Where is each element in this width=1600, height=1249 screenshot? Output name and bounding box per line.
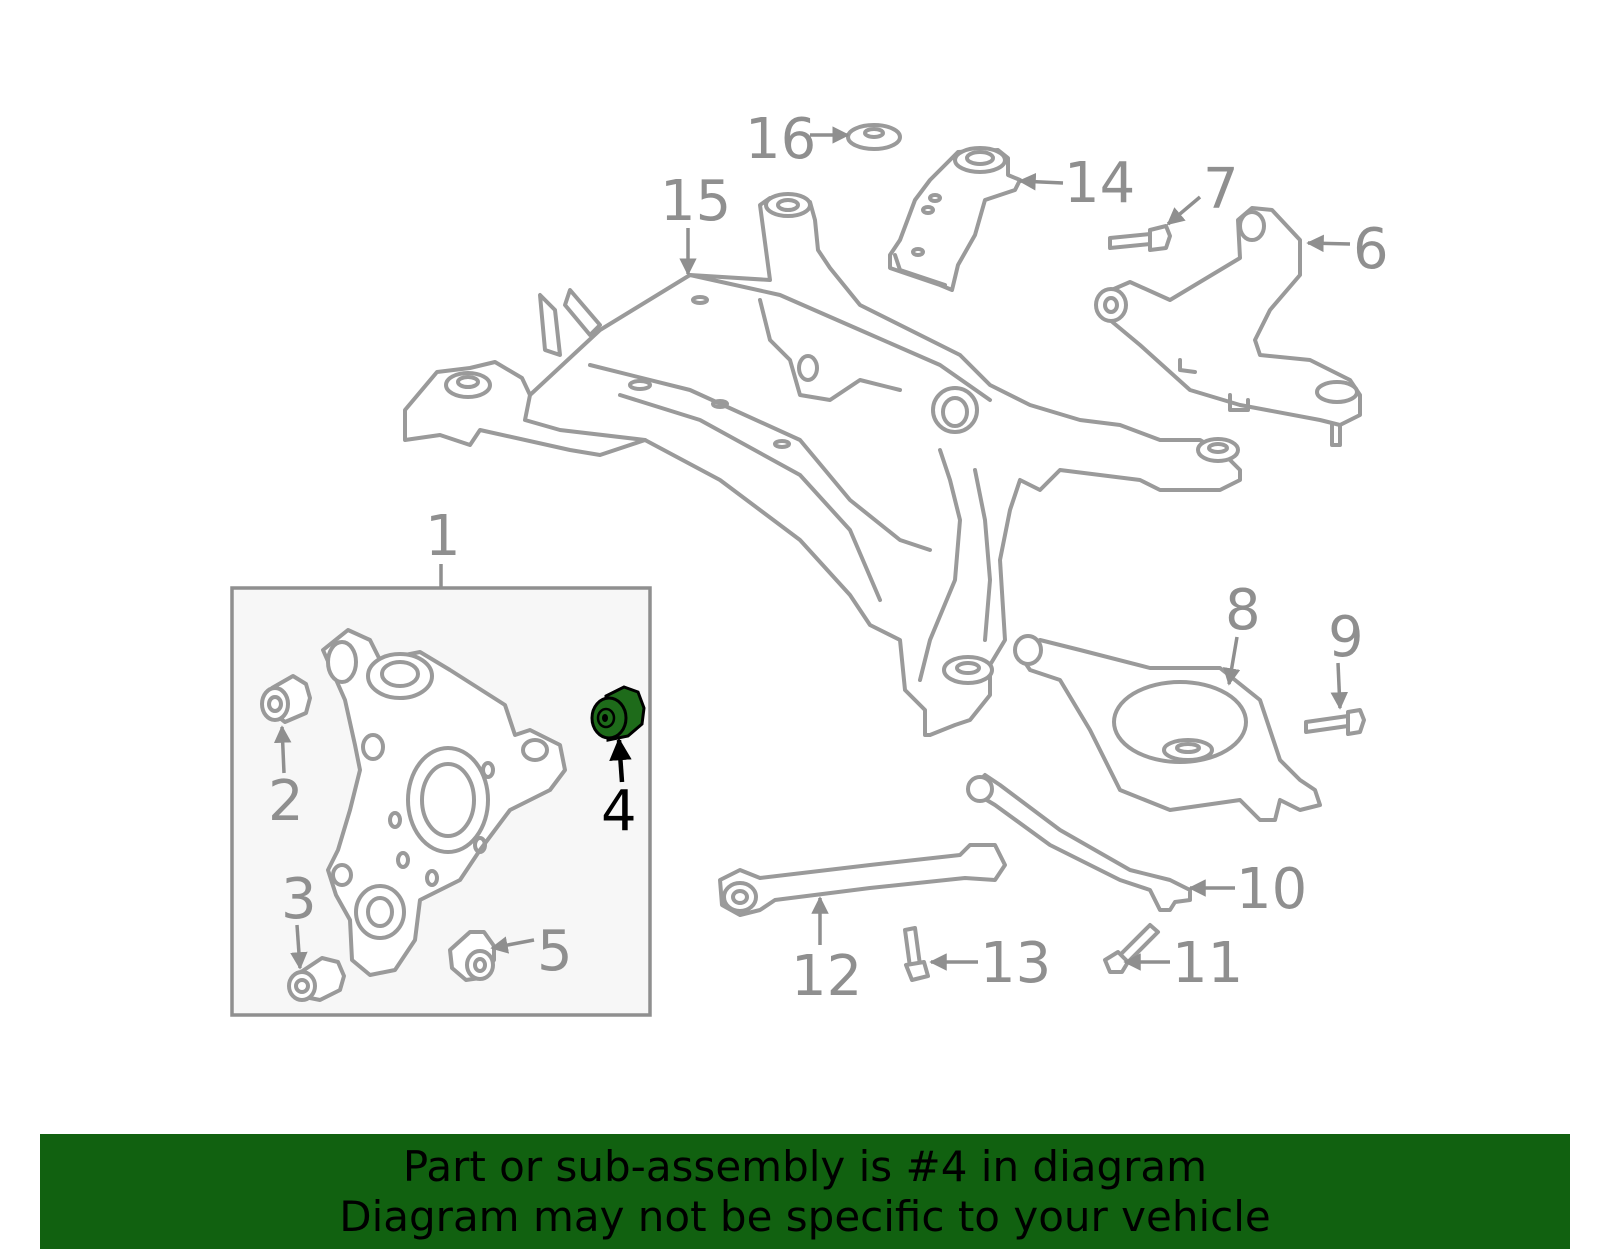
mount-bracket — [888, 146, 1022, 292]
lateral-link — [966, 773, 1192, 912]
callout-9: 9 — [1328, 605, 1364, 670]
knuckle-inset — [230, 586, 652, 1017]
bolt-9 — [1304, 708, 1366, 736]
leader-6 — [1306, 234, 1351, 253]
callout-2: 2 — [268, 769, 304, 834]
callout-16: 16 — [745, 107, 816, 172]
leader-4 — [609, 737, 632, 783]
banner-line-1: Part or sub-assembly is #4 in diagram — [402, 1141, 1208, 1191]
leader-7 — [1166, 195, 1202, 226]
leader-9 — [1330, 662, 1349, 710]
callout-11: 11 — [1172, 931, 1243, 996]
lower-control-arm — [1013, 634, 1322, 822]
bushing-5 — [448, 930, 496, 982]
upper-control-arm — [1094, 206, 1362, 447]
bushing-3 — [287, 956, 346, 1002]
leader-3 — [290, 924, 308, 970]
callout-13: 13 — [980, 931, 1051, 996]
leader-14 — [1018, 172, 1064, 191]
bolt-11 — [1103, 923, 1160, 974]
callout-15: 15 — [660, 169, 731, 234]
callout-5: 5 — [537, 919, 573, 984]
info-banner: Part or sub-assembly is #4 in diagram Di… — [40, 1134, 1570, 1249]
subframe-crossmember — [403, 192, 1242, 737]
leader-8 — [1223, 636, 1241, 686]
bushing-2 — [260, 674, 312, 724]
leader-2 — [273, 725, 292, 774]
callout-3: 3 — [281, 867, 317, 932]
callout-6: 6 — [1353, 217, 1389, 282]
callout-10: 10 — [1236, 857, 1307, 922]
callout-7: 7 — [1203, 157, 1239, 222]
callout-4: 4 — [601, 779, 637, 844]
callout-1: 1 — [425, 504, 461, 569]
link-rod — [718, 843, 1007, 917]
banner-line-2: Diagram may not be specific to your vehi… — [339, 1191, 1271, 1241]
callout-12: 12 — [791, 944, 862, 1009]
highlighted-bushing-4 — [590, 685, 646, 742]
leader-5 — [490, 936, 535, 954]
bolt-13 — [903, 926, 930, 982]
bolt-7 — [1108, 224, 1172, 252]
callout-14: 14 — [1064, 151, 1135, 216]
washer — [846, 123, 902, 151]
callout-8: 8 — [1225, 578, 1261, 643]
